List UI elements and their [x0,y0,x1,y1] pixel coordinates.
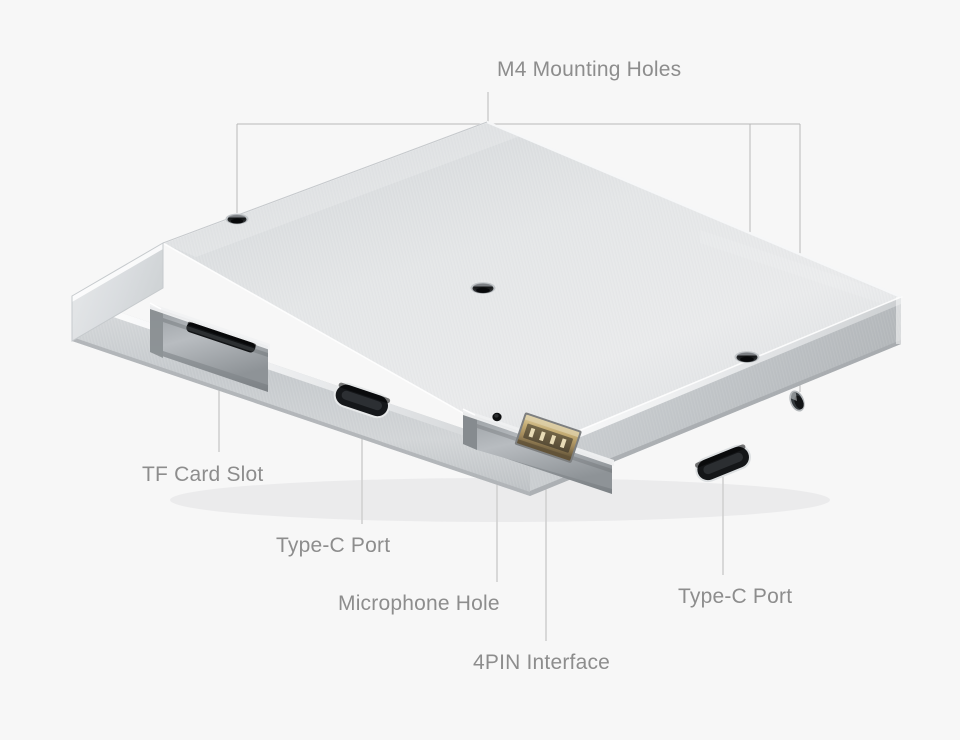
callout-label-type-c-port-right: Type-C Port [678,585,793,608]
tf-card-slot [149,302,270,392]
mounting-hole-1 [225,213,249,225]
callout-label-microphone-hole: Microphone Hole [338,592,500,615]
right-top-chamfer [530,297,901,458]
type-c-port-right [694,444,751,483]
type-c-port-front [333,382,391,419]
callout-label-type-c-port-front: Type-C Port [276,534,391,557]
microphone-hole [492,412,502,422]
pin-interface-recess [462,408,614,494]
left-end-cap [72,243,163,341]
mounting-hole-2 [470,282,496,294]
callout-label-m4-mounting-holes: M4 Mounting Holes [497,58,682,81]
4pin-connector [514,412,582,463]
mounting-hole-3 [734,351,760,363]
callout-label-4pin-interface: 4PIN Interface [473,651,611,674]
side-mounting-hole [789,390,805,412]
callout-label-tf-card-slot: TF Card Slot [142,463,264,486]
device-body [71,120,904,522]
